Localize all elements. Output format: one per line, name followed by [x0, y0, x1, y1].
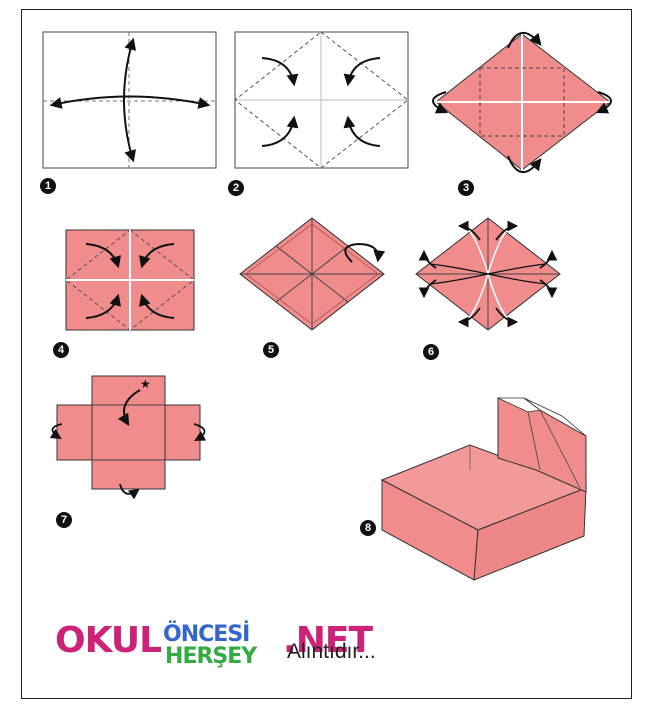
step-6-figure — [415, 217, 561, 331]
brand-part-okul: OKUL — [55, 620, 162, 661]
step-number-7: 7 — [56, 512, 72, 528]
step-3-figure — [432, 32, 612, 173]
step-number-5: 5 — [263, 342, 279, 358]
step-2-figure — [234, 31, 409, 169]
step-number-1: 1 — [40, 178, 56, 194]
brand-part-oncesi: ÖNCESİ — [163, 622, 250, 647]
brand-part-hersey: HERŞEY — [165, 644, 257, 669]
step-number-3: 3 — [458, 180, 474, 196]
brand-part-net: .NET — [283, 620, 373, 661]
credit-text: Alıntıdır... — [287, 640, 376, 663]
step-number-4: 4 — [53, 342, 69, 358]
step-number-8: 8 — [360, 520, 376, 536]
step-8-figure — [380, 397, 588, 581]
step-7-figure: ★ — [49, 375, 207, 500]
step-5-figure — [239, 217, 386, 331]
step-4-figure — [65, 229, 195, 331]
step-1-figure — [42, 31, 217, 169]
step-number-6: 6 — [423, 344, 439, 360]
fold-arrow-horizontal — [49, 95, 211, 109]
step-number-2: 2 — [228, 180, 244, 196]
star-icon: ★ — [140, 377, 151, 391]
